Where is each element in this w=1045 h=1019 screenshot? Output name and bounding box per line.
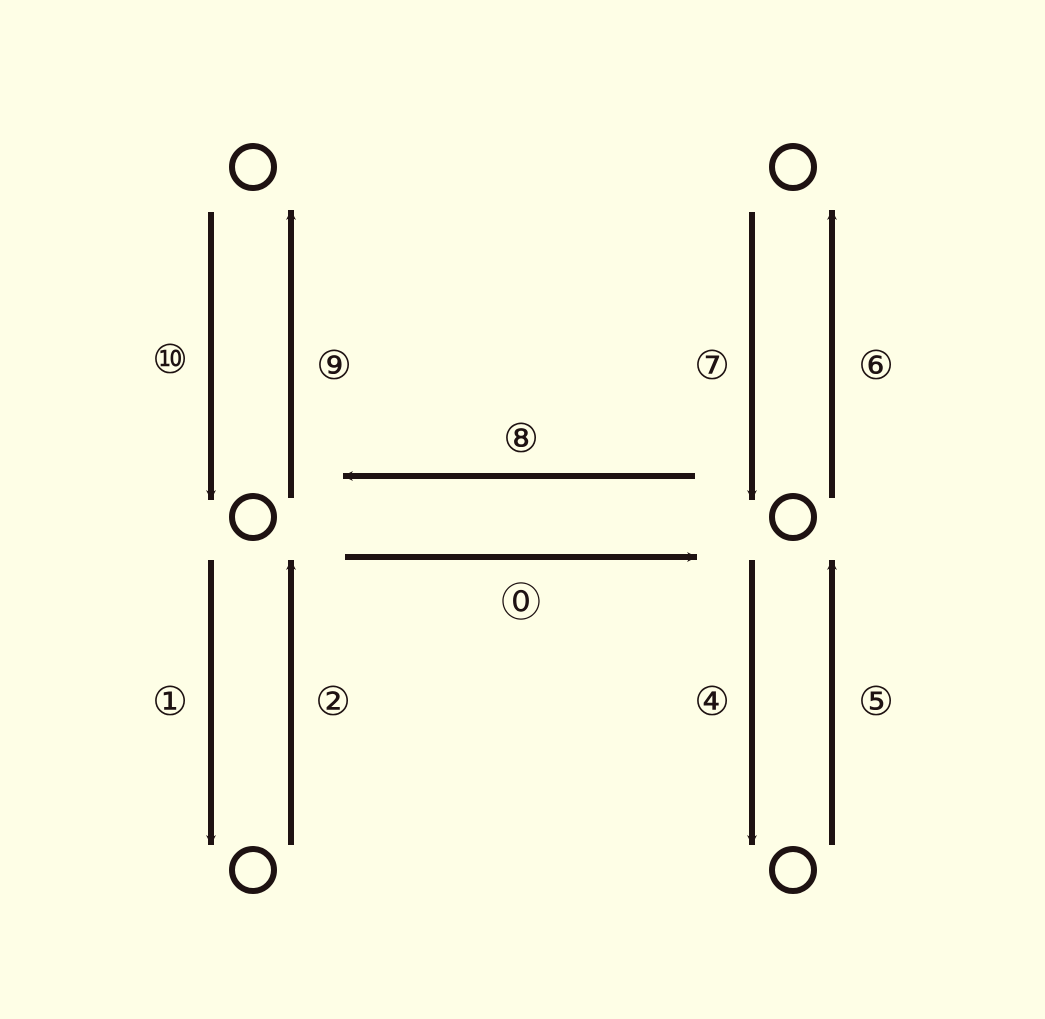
node-left-middle (229, 493, 277, 541)
edge-label-8: ⑧ (503, 416, 539, 462)
node-right-top (769, 143, 817, 191)
edge-label-10: ⑩ (152, 337, 188, 383)
node-left-top (229, 143, 277, 191)
edge-label-5: ⑤ (858, 679, 894, 725)
edges (206, 210, 837, 845)
edge-label-4: ④ (694, 679, 730, 725)
node-left-bottom (229, 846, 277, 894)
edge-label-9: ⑨ (316, 343, 352, 389)
node-right-bottom (769, 846, 817, 894)
edge-label-6: ⑥ (858, 343, 894, 389)
edge-label-0: ⓪ (501, 580, 541, 626)
edge-label-7: ⑦ (694, 343, 730, 389)
edge-label-2: ② (315, 679, 351, 725)
node-right-middle (769, 493, 817, 541)
edge-labels: ⓪ ① ② ④ ⑤ ⑥ ⑦ ⑧ ⑨ ⑩ (152, 337, 894, 725)
edge-label-1: ① (152, 679, 188, 725)
nodes (229, 143, 817, 894)
